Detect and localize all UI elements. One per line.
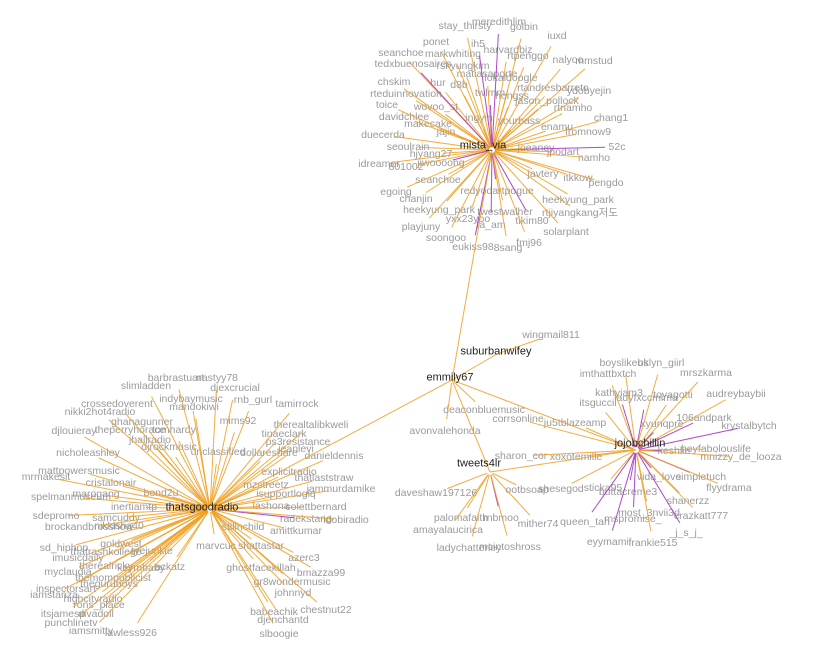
node-label[interactable]: nalyoo — [552, 53, 584, 66]
node-label[interactable]: sdepromo — [32, 509, 80, 522]
node-label[interactable]: ponet — [422, 35, 450, 48]
node-label[interactable]: slimladden — [120, 379, 172, 392]
node-label[interactable]: chang1 — [593, 111, 629, 124]
node-label[interactable]: _j_s_j_ — [669, 526, 703, 539]
node-label[interactable]: ydobyejin — [566, 84, 612, 97]
node-label[interactable]: iuxd — [547, 29, 567, 42]
node-label[interactable]: playjuny — [401, 220, 441, 233]
node-label[interactable]: ladychatterley — [436, 541, 502, 554]
node-label[interactable]: solarplant — [543, 225, 589, 238]
node-label[interactable]: eyymamii — [586, 535, 632, 548]
node-label[interactable]: bmazza99 — [296, 566, 346, 579]
node-label[interactable]: crazkatt777 — [673, 509, 729, 522]
node-label[interactable]: djlouieray — [51, 424, 97, 437]
node-label[interactable]: mnizzy_de_looza — [700, 450, 782, 463]
hub-node-label[interactable]: thatsgoodradio — [165, 501, 239, 514]
node-label[interactable]: meredithlim — [471, 15, 527, 28]
node-label[interactable]: imthattbxtch — [579, 367, 637, 380]
node-label[interactable]: mither74 — [517, 517, 559, 530]
node-label[interactable]: slboogie — [259, 627, 299, 640]
node-label[interactable]: bklyn_giirl — [637, 356, 685, 369]
node-label[interactable]: mcintoshross — [479, 540, 541, 553]
node-label[interactable]: queen_tah — [560, 515, 610, 528]
node-label[interactable]: mrmakesit — [21, 470, 71, 483]
node-label[interactable]: egoing — [380, 185, 412, 198]
node-label[interactable]: crossedoverent — [81, 397, 153, 410]
node-label[interactable]: duecerda — [361, 128, 405, 141]
node-label[interactable]: nikki2hot4radio — [64, 405, 136, 418]
node-label[interactable]: audreybaybii — [706, 387, 766, 400]
node-label[interactable]: boyslikeus — [599, 356, 649, 369]
node-label[interactable]: krystalbytch — [721, 419, 777, 432]
node-label[interactable]: frankie515 — [628, 536, 678, 549]
node-label[interactable]: stay_thirsty — [438, 19, 492, 32]
node-label[interactable]: soongoo — [425, 231, 467, 244]
node-label[interactable]: lawless926 — [105, 626, 157, 639]
node-label[interactable]: 8sang — [493, 241, 523, 254]
node-label[interactable]: amayalaucirica — [412, 523, 484, 536]
node-label[interactable]: djenchantd — [257, 613, 309, 626]
node-label[interactable]: shesegod — [538, 482, 584, 495]
node-label[interactable]: chestnut22 — [300, 603, 352, 616]
node-label[interactable]: babeachik — [250, 605, 298, 618]
node-label[interactable]: idreamer — [358, 157, 400, 170]
node-label[interactable]: iamstanza — [30, 588, 78, 601]
node-label[interactable]: sd_hiphop — [39, 541, 89, 554]
node-label[interactable]: mmstud — [575, 54, 613, 67]
node-label[interactable]: wingmail811 — [522, 328, 580, 341]
node-label[interactable]: itsjamesp — [40, 607, 86, 620]
node-label[interactable]: fmj96 — [516, 236, 542, 249]
node-label[interactable]: chanjin — [399, 192, 433, 205]
node-label[interactable]: toice — [375, 98, 399, 111]
node-label[interactable]: idobiradio — [323, 513, 369, 526]
hub-node-label[interactable]: tweets4lr — [456, 457, 502, 470]
node-label[interactable]: 52c — [608, 140, 626, 153]
node-label[interactable]: barbrastuart — [147, 371, 205, 384]
hub-node-label[interactable]: mista_via — [459, 139, 507, 152]
node-label[interactable]: pengdo — [588, 176, 624, 189]
node-label[interactable]: heekyung_park — [542, 193, 614, 206]
node-label[interactable]: nastyy78 — [195, 371, 239, 384]
node-label[interactable]: chskim — [377, 75, 411, 88]
node-label[interactable]: mrszkarma — [680, 366, 732, 379]
node-label[interactable]: seanchoe — [378, 46, 424, 59]
node-label[interactable]: iamsmitty — [68, 624, 114, 637]
node-label[interactable]: flyydrama — [706, 481, 752, 494]
hub-node-label[interactable]: suburbanwifey — [460, 345, 532, 358]
hub-node-label[interactable]: jojobchillin — [614, 437, 666, 450]
node-label[interactable]: golbin — [509, 20, 539, 33]
node-label[interactable]: punchlinetv — [44, 616, 98, 629]
node-label[interactable]: rtjiyangkang저도 — [542, 206, 618, 219]
hub-node-label[interactable]: emmily67 — [426, 371, 474, 384]
node-label[interactable]: mattpowersmusic — [38, 464, 120, 477]
node-label[interactable]: 801002 — [388, 160, 424, 173]
